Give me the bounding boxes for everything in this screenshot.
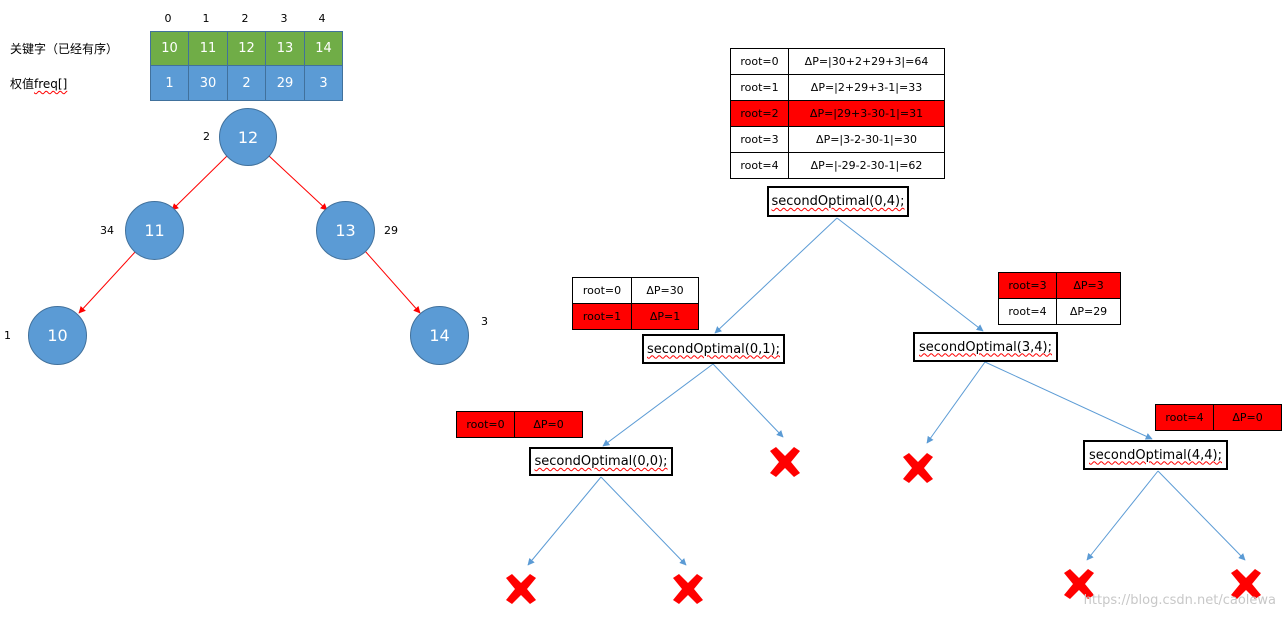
call-label: secondOptimal(0,0);	[534, 454, 668, 469]
node-weight-label: 29	[384, 224, 398, 237]
call-box-4-4: secondOptimal(4,4);	[1083, 440, 1228, 470]
delta-cell: ΔP=29	[1056, 298, 1121, 325]
weight-cell: 3	[304, 65, 343, 101]
root-cell: root=4	[730, 152, 789, 179]
delta-cell: ΔP=1	[631, 303, 699, 330]
node-weight-label: 1	[4, 329, 11, 342]
root-cell: root=2	[730, 100, 789, 127]
key-cell: 14	[304, 31, 343, 66]
red-x-icon	[903, 453, 933, 483]
red-x-icon	[770, 447, 800, 477]
root-cell: root=3	[730, 126, 789, 153]
root-cell: root=0	[456, 411, 515, 438]
call-arrow-01-null	[712, 363, 784, 438]
call-box-0-1: secondOptimal(0,1);	[642, 334, 785, 364]
tree-node-13: 13	[316, 201, 375, 260]
array-index: 1	[202, 12, 210, 25]
array-index: 0	[164, 12, 172, 25]
key-cell: 12	[227, 31, 266, 66]
tree-edge-12-11	[171, 154, 229, 211]
tree-node-10: 10	[28, 306, 87, 365]
call-arrow-04-01	[714, 217, 838, 334]
watermark: https://blog.csdn.net/caolewa	[1083, 593, 1276, 608]
call-arrow-34-44	[984, 361, 1153, 440]
call-label: secondOptimal(0,4);	[771, 194, 905, 209]
call-label: secondOptimal(4,4);	[1089, 447, 1222, 463]
weights-label-code: freq[]	[34, 77, 68, 91]
delta-cell: ΔP=|29+3-30-1|=31	[788, 100, 945, 127]
delta-cell: ΔP=0	[1213, 404, 1282, 431]
array-index: 2	[241, 12, 249, 25]
call-label: secondOptimal(0,1);	[647, 341, 780, 357]
delta-cell: ΔP=|-29-2-30-1|=62	[788, 152, 945, 179]
call-box-0-4: secondOptimal(0,4);	[767, 186, 909, 217]
call-label: secondOptimal(3,4);	[919, 339, 1052, 355]
key-cell: 10	[150, 31, 189, 66]
call-arrow-44-null-right	[1157, 470, 1246, 561]
tree-node-14: 14	[410, 306, 469, 365]
root-cell: root=1	[730, 74, 789, 101]
array-index: 4	[318, 12, 326, 25]
root-cell: root=0	[572, 277, 632, 304]
red-x-icon	[1064, 569, 1094, 599]
delta-cell: ΔP=0	[514, 411, 583, 438]
tree-edge-11-10	[78, 250, 137, 314]
red-x-icon	[1231, 569, 1261, 599]
delta-cell: ΔP=|30+2+29+3|=64	[788, 48, 945, 75]
delta-cell: ΔP=3	[1056, 272, 1121, 299]
node-weight-label: 3	[481, 315, 488, 328]
call-arrow-44-null-left	[1086, 470, 1159, 561]
tree-node-11: 11	[125, 201, 184, 260]
call-arrow-00-null-right	[600, 476, 687, 566]
node-weight-label: 34	[100, 224, 114, 237]
call-arrow-34-null	[926, 361, 986, 444]
key-cell: 11	[188, 31, 228, 66]
root-cell: root=3	[998, 272, 1057, 299]
call-arrow-00-null-left	[527, 476, 602, 566]
delta-cell: ΔP=30	[631, 277, 699, 304]
root-cell: root=0	[730, 48, 789, 75]
tree-edge-13-14	[364, 250, 421, 314]
weights-label-prefix: 权值	[10, 77, 35, 91]
weight-cell: 30	[188, 65, 228, 101]
key-cell: 13	[265, 31, 305, 66]
call-arrow-01-00	[602, 363, 714, 447]
call-arrow-04-34	[836, 217, 984, 332]
weights-row-label: 权值freq[]	[10, 75, 67, 92]
tree-node-12: 12	[219, 108, 277, 166]
root-cell: root=4	[1155, 404, 1214, 431]
array-index: 3	[280, 12, 288, 25]
red-x-icon	[673, 574, 703, 604]
call-box-0-0: secondOptimal(0,0);	[529, 447, 673, 476]
red-x-icon	[506, 574, 536, 604]
call-box-3-4: secondOptimal(3,4);	[913, 332, 1058, 362]
node-weight-label: 2	[203, 130, 210, 143]
weight-cell: 1	[150, 65, 189, 101]
root-cell: root=4	[998, 298, 1057, 325]
delta-cell: ΔP=|2+29+3-1|=33	[788, 74, 945, 101]
weight-cell: 2	[227, 65, 266, 101]
weight-cell: 29	[265, 65, 305, 101]
tree-edge-12-13	[267, 154, 328, 211]
delta-cell: ΔP=|3-2-30-1|=30	[788, 126, 945, 153]
root-cell: root=1	[572, 303, 632, 330]
keys-row-label: 关键字（已经有序）	[10, 42, 119, 56]
